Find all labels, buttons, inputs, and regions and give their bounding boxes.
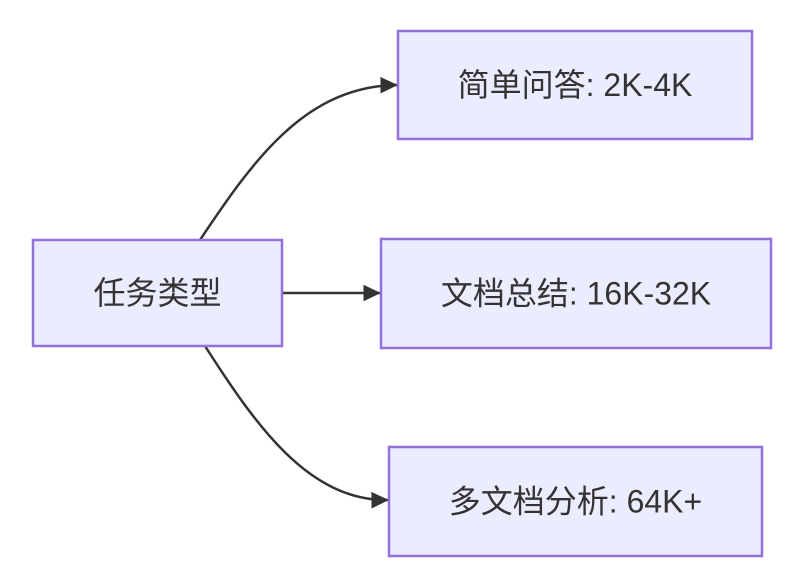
node-simple-qa-box bbox=[396, 29, 754, 141]
node-multi-doc-analysis-label: 多文档分析: 64K+ bbox=[449, 484, 702, 520]
node-task-type-box bbox=[31, 238, 284, 348]
node-doc-summary-box bbox=[379, 237, 773, 350]
edge-task-type-to-multi-doc bbox=[203, 345, 389, 509]
node-doc-summary: 文档总结: 16K-32K bbox=[379, 237, 773, 350]
node-doc-summary-label: 文档总结: 16K-32K bbox=[441, 276, 711, 312]
node-simple-qa-label: 简单问答: 2K-4K bbox=[458, 67, 693, 103]
node-task-type: 任务类型 bbox=[31, 238, 284, 348]
edge-task-type-to-simple-qa bbox=[198, 76, 398, 241]
node-task-type-label: 任务类型 bbox=[93, 275, 221, 311]
node-multi-doc-analysis-box bbox=[387, 445, 764, 558]
node-simple-qa: 简单问答: 2K-4K bbox=[396, 29, 754, 141]
node-multi-doc-analysis: 多文档分析: 64K+ bbox=[387, 445, 764, 558]
